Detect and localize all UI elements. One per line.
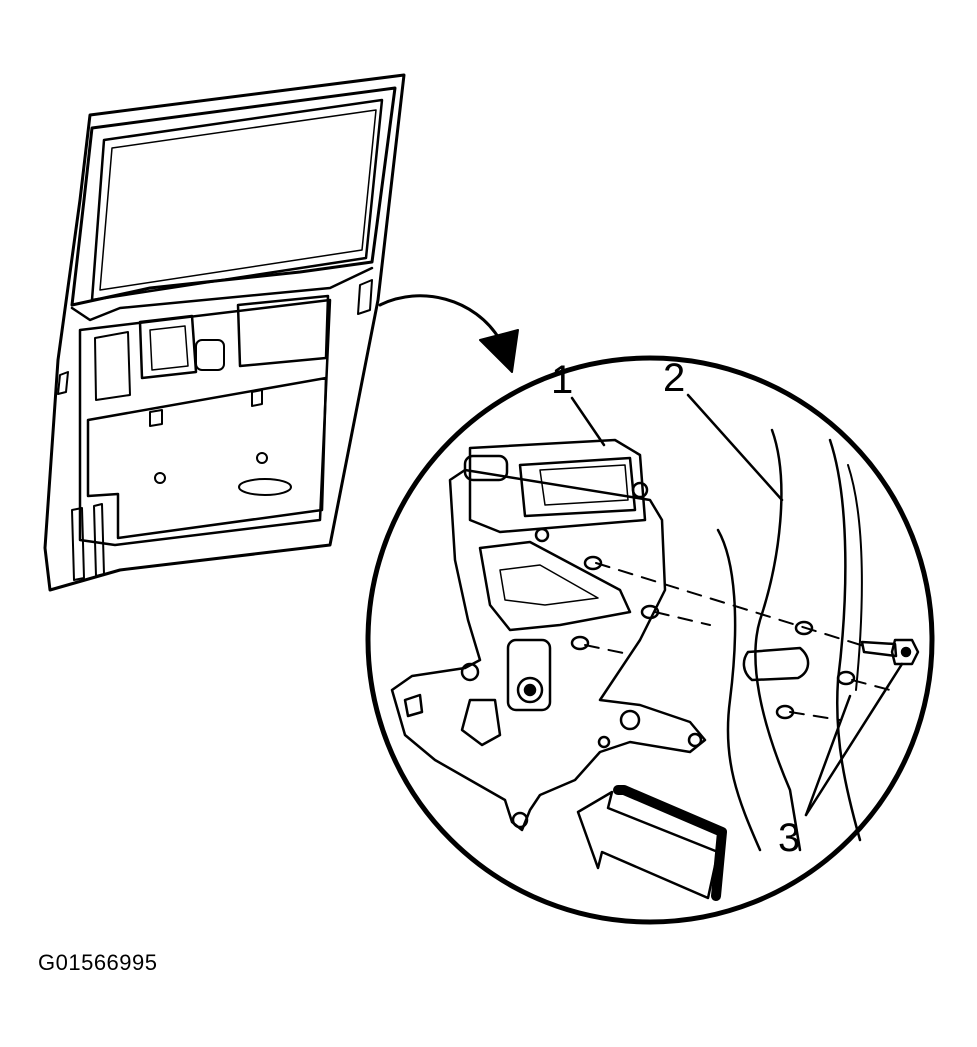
alignment-lines [584,562,891,721]
bolt [860,638,920,666]
callout-3: 3 [778,816,801,860]
inner-door-panel [78,298,332,547]
detail-pointer-arrow [378,294,519,373]
callout-1: 1 [551,358,574,402]
lock-base-plate [390,468,707,832]
leader-lines [570,393,904,817]
door-outer-outline [43,73,406,592]
figure-id: G01566995 [38,950,158,975]
window-glass [90,98,384,302]
detail-magnifier-circle [365,355,935,925]
callout-2: 2 [663,356,686,400]
door-edge-panel [716,428,863,852]
direction-arrow [576,785,727,901]
door-illustration [43,73,406,592]
lock-assembly [390,438,707,832]
